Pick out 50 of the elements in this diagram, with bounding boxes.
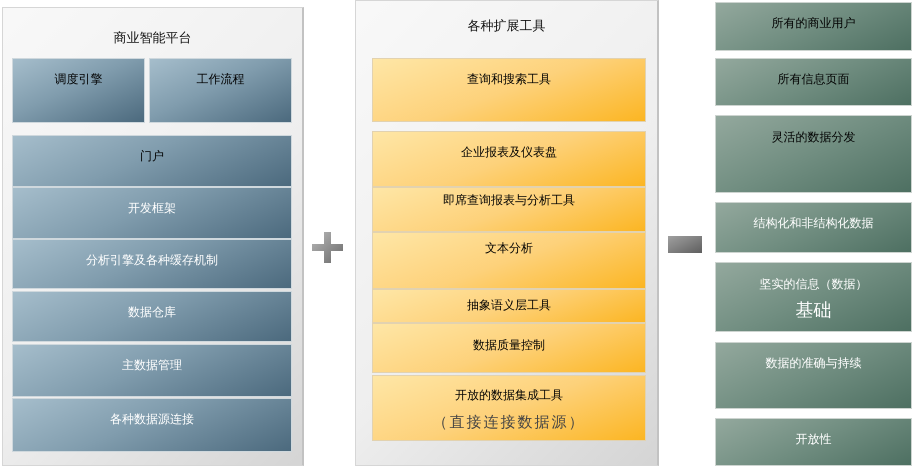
tool-box bbox=[372, 232, 646, 289]
tool-box bbox=[372, 289, 646, 323]
box-label: 数据的准确与持续 bbox=[766, 355, 862, 371]
box-label: 企业报表及仪表盘 bbox=[461, 144, 557, 160]
box-label: 坚实的信息（数据） bbox=[760, 276, 868, 292]
box-label: 灵活的数据分发 bbox=[772, 129, 856, 145]
panel-title: 商业智能平台 bbox=[114, 30, 192, 48]
module-box bbox=[12, 58, 145, 123]
box-label: 开放的数据集成工具 bbox=[455, 387, 563, 403]
box-label: 数据仓库 bbox=[128, 304, 176, 320]
module-box bbox=[12, 398, 292, 452]
feature-box bbox=[715, 115, 912, 193]
box-label: 结构化和非结构化数据 bbox=[754, 215, 874, 231]
box-label: 开发框架 bbox=[128, 200, 176, 216]
feature-box bbox=[715, 262, 912, 332]
box-label: 主数据管理 bbox=[122, 357, 182, 373]
box-label: 分析引擎及各种缓存机制 bbox=[86, 252, 218, 268]
module-box bbox=[12, 187, 292, 239]
box-label: 文本分析 bbox=[485, 240, 533, 256]
box-label: 调度引擎 bbox=[54, 71, 102, 87]
tool-box bbox=[372, 187, 646, 232]
module-box bbox=[12, 291, 292, 342]
module-box bbox=[12, 344, 292, 397]
feature-box bbox=[715, 202, 912, 253]
box-label: 抽象语义层工具 bbox=[467, 297, 551, 313]
panel-title: 各种扩展工具 bbox=[468, 18, 546, 36]
box-label: 查询和搜索工具 bbox=[467, 71, 551, 87]
feature-box bbox=[715, 58, 912, 106]
tool-box bbox=[372, 131, 646, 187]
box-label: 门户 bbox=[140, 148, 164, 164]
module-box bbox=[149, 58, 292, 123]
feature-box bbox=[715, 418, 912, 466]
box-label: 工作流程 bbox=[196, 71, 244, 87]
module-box bbox=[12, 239, 292, 289]
box-label: 即席查询报表与分析工具 bbox=[443, 192, 575, 208]
tool-box bbox=[372, 58, 646, 122]
panel bbox=[2, 7, 304, 466]
panel bbox=[355, 0, 659, 466]
module-box bbox=[12, 135, 292, 187]
box-label: 各种数据源连接 bbox=[110, 411, 194, 427]
box-label: 所有信息页面 bbox=[778, 71, 850, 87]
box-label: 所有的商业用户 bbox=[772, 15, 856, 31]
box-sublabel: 基础 bbox=[796, 300, 832, 322]
feature-box bbox=[715, 342, 912, 409]
feature-box bbox=[715, 2, 912, 51]
tool-box bbox=[372, 323, 646, 373]
box-label: 数据质量控制 bbox=[473, 337, 545, 353]
box-label: 开放性 bbox=[796, 431, 832, 447]
tool-box bbox=[372, 375, 646, 441]
box-sublabel: （直接连接数据源） bbox=[432, 413, 586, 432]
